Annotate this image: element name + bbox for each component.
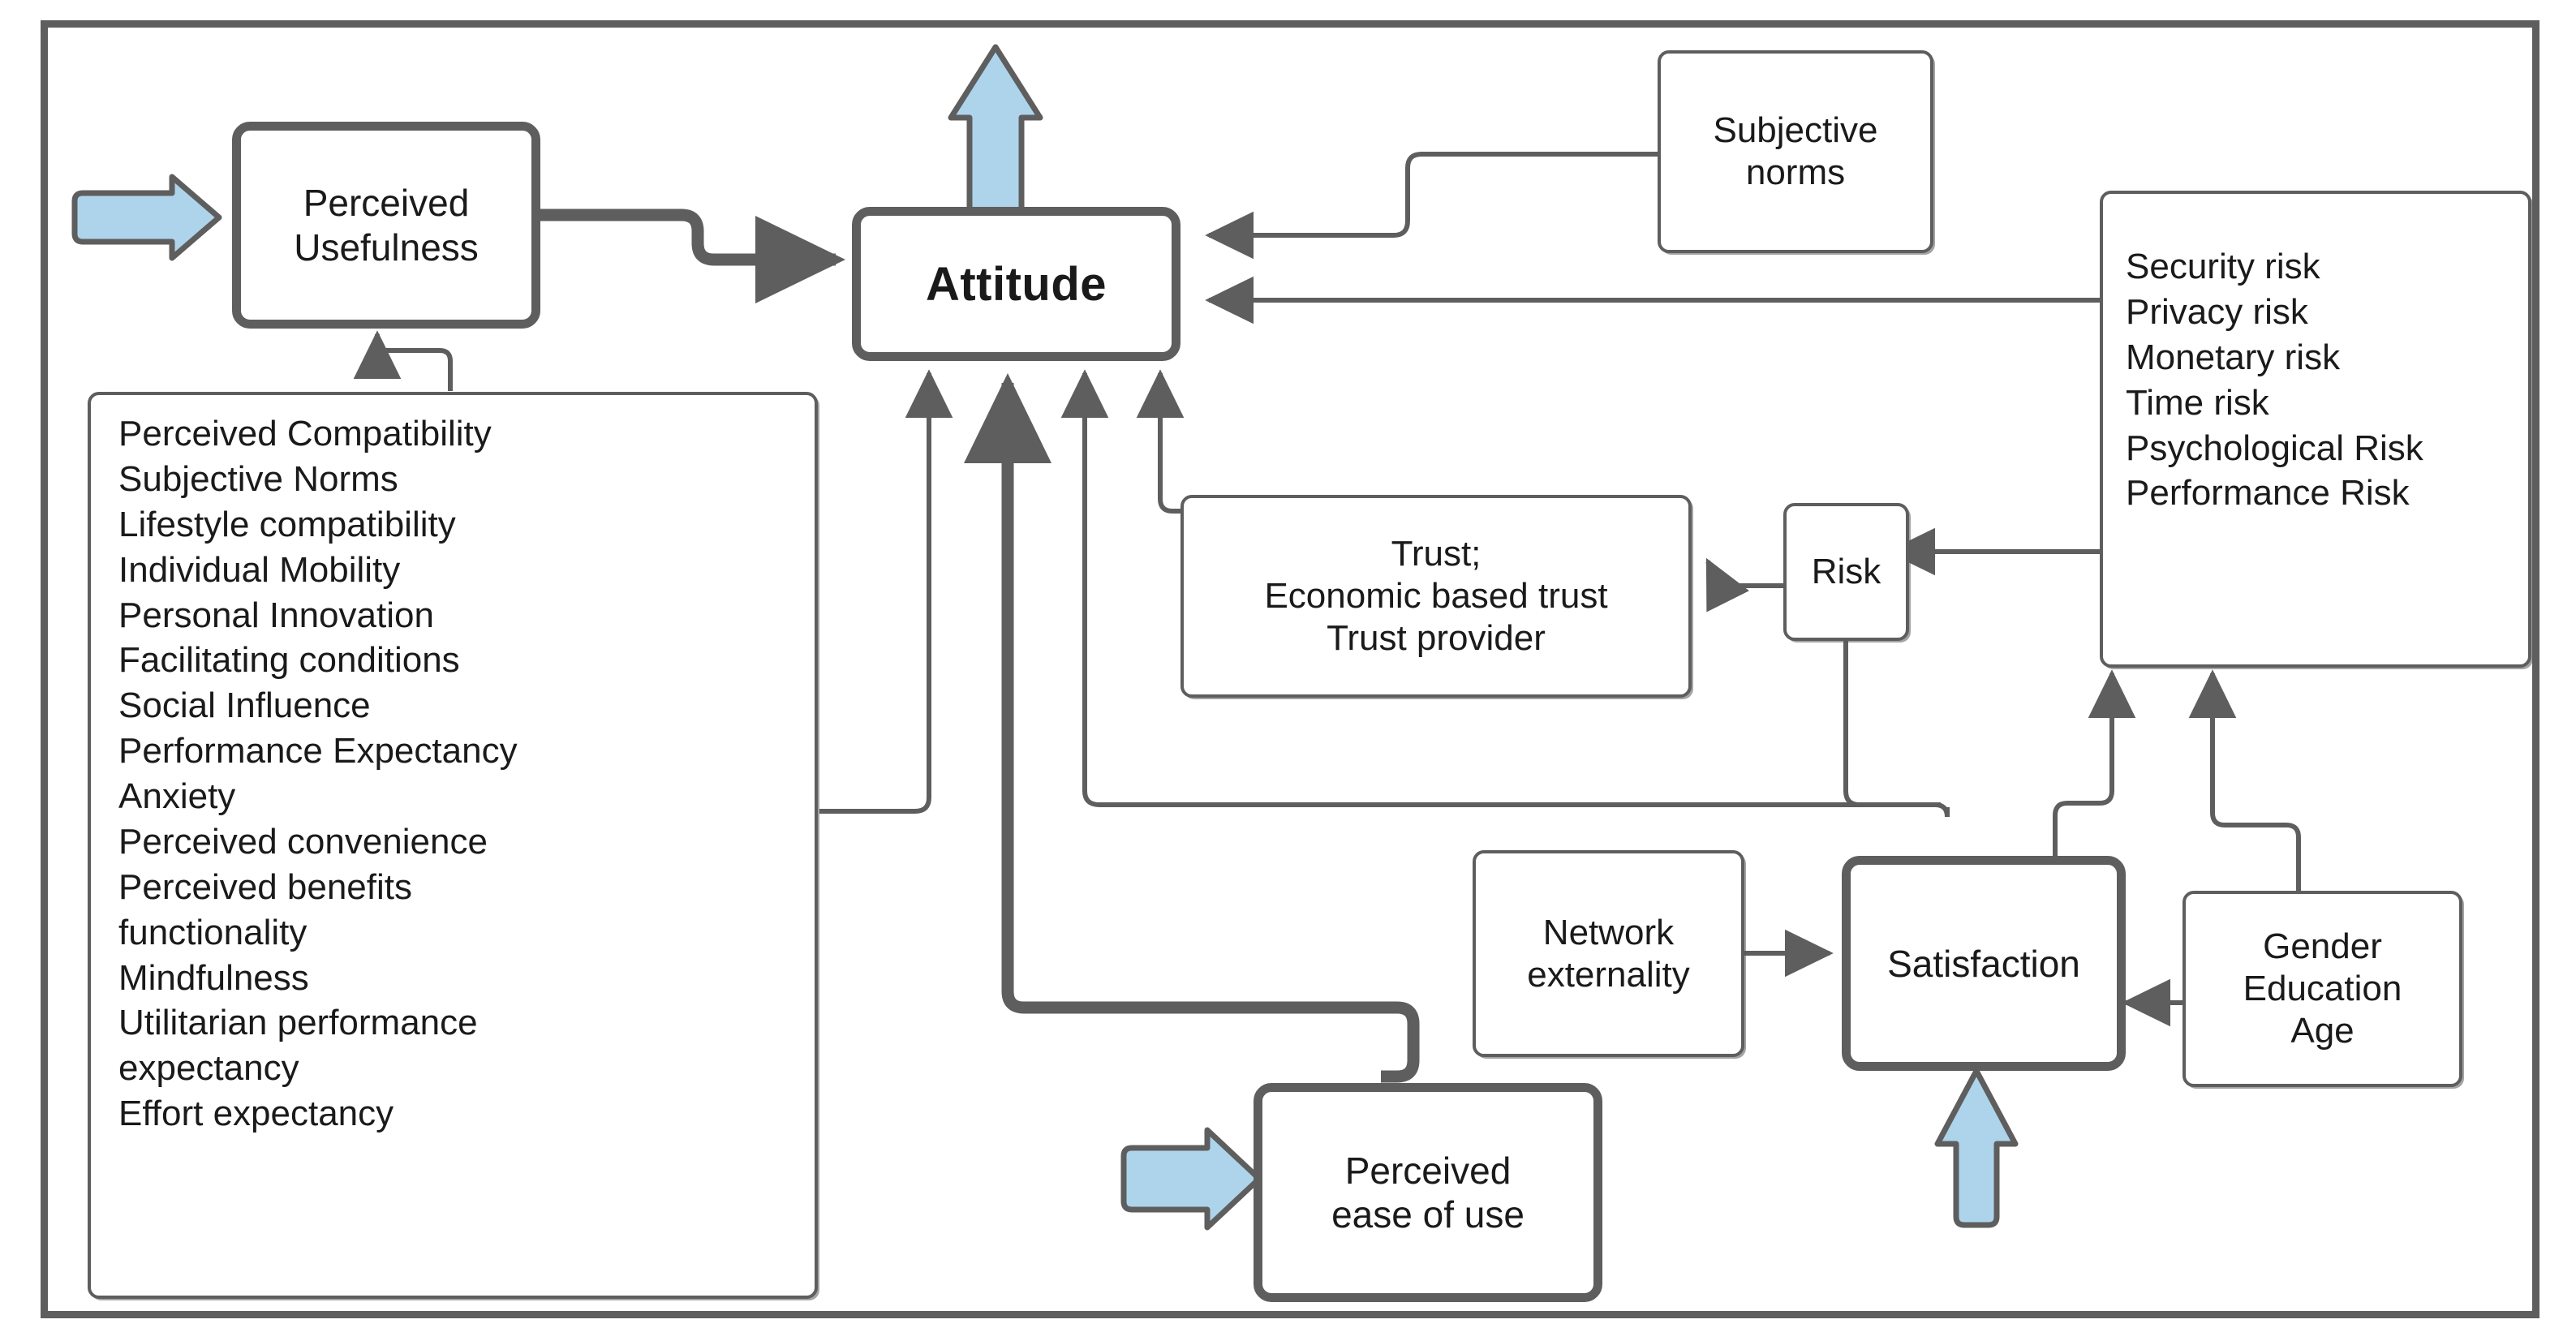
risk-factor-item: Security risk — [2126, 247, 2320, 286]
node-network-externality[interactable]: Network externality — [1473, 850, 1744, 1057]
perceived-ease-of-use-line1: Perceived — [1344, 1149, 1512, 1192]
node-trust[interactable]: Trust; Economic based trust Trust provid… — [1180, 495, 1692, 698]
node-attitude[interactable]: Attitude — [852, 207, 1180, 361]
node-antecedents-list[interactable]: Perceived Compatibility Subjective Norms… — [88, 392, 818, 1299]
node-satisfaction[interactable]: Satisfaction — [1842, 856, 2126, 1071]
satisfaction-label: Satisfaction — [1887, 942, 2080, 985]
network-externality-line1: Network — [1542, 912, 1675, 952]
antecedent-item: Performance Expectancy — [118, 731, 518, 772]
trust-line2: Economic based trust — [1264, 576, 1608, 617]
risk-factor-item: Performance Risk — [2126, 473, 2410, 514]
risk-factor-item: Psychological Risk — [2126, 428, 2423, 468]
antecedent-item: Perceived benefits — [118, 866, 412, 907]
antecedent-item: Utilitarian performance — [118, 1003, 478, 1043]
demographics-line2: Education — [2243, 969, 2402, 1009]
perceived-usefulness-line1: Perceived — [303, 182, 470, 225]
risk-factor-item: Time risk — [2126, 382, 2269, 423]
antecedent-item: Social Influence — [118, 686, 371, 726]
antecedent-item: Personal Innovation — [118, 595, 434, 635]
antecedent-item: Mindfulness — [118, 957, 309, 998]
antecedent-item: Effort expectancy — [118, 1094, 394, 1134]
risk-factor-item: Privacy risk — [2126, 291, 2308, 332]
antecedent-item: Individual Mobility — [118, 549, 401, 590]
subjective-norms-line1: Subjective — [1713, 110, 1878, 151]
trust-line1: Trust; — [1391, 534, 1482, 574]
node-risk[interactable]: Risk — [1783, 503, 1909, 641]
perceived-usefulness-line2: Usefulness — [294, 226, 479, 269]
node-subjective-norms[interactable]: Subjective norms — [1658, 50, 1933, 253]
antecedent-item: Anxiety — [118, 776, 236, 816]
antecedent-item: Lifestyle compatibility — [118, 504, 456, 544]
attitude-label: Attitude — [925, 257, 1107, 311]
demographics-line1: Gender — [2263, 926, 2382, 967]
antecedent-item: Subjective Norms — [118, 458, 398, 499]
perceived-ease-of-use-line2: ease of use — [1331, 1193, 1525, 1236]
antecedent-item: Perceived convenience — [118, 821, 488, 862]
antecedent-item: functionality — [118, 912, 307, 952]
risk-label: Risk — [1811, 552, 1881, 591]
trust-line3: Trust provider — [1327, 617, 1546, 658]
demographics-line3: Age — [2290, 1010, 2355, 1051]
antecedent-item: expectancy — [118, 1048, 299, 1089]
node-demographics[interactable]: Gender Education Age — [2183, 891, 2462, 1087]
node-risk-factors-list[interactable]: Security risk Privacy risk Monetary risk… — [2100, 191, 2531, 668]
risk-factor-item: Monetary risk — [2126, 337, 2341, 377]
antecedent-item: Facilitating conditions — [118, 640, 460, 681]
node-perceived-usefulness[interactable]: Perceived Usefulness — [232, 122, 540, 329]
node-perceived-ease-of-use[interactable]: Perceived ease of use — [1254, 1083, 1602, 1302]
antecedent-item: Perceived Compatibility — [118, 414, 492, 453]
network-externality-line2: externality — [1527, 954, 1690, 995]
subjective-norms-line2: norms — [1745, 153, 1846, 192]
